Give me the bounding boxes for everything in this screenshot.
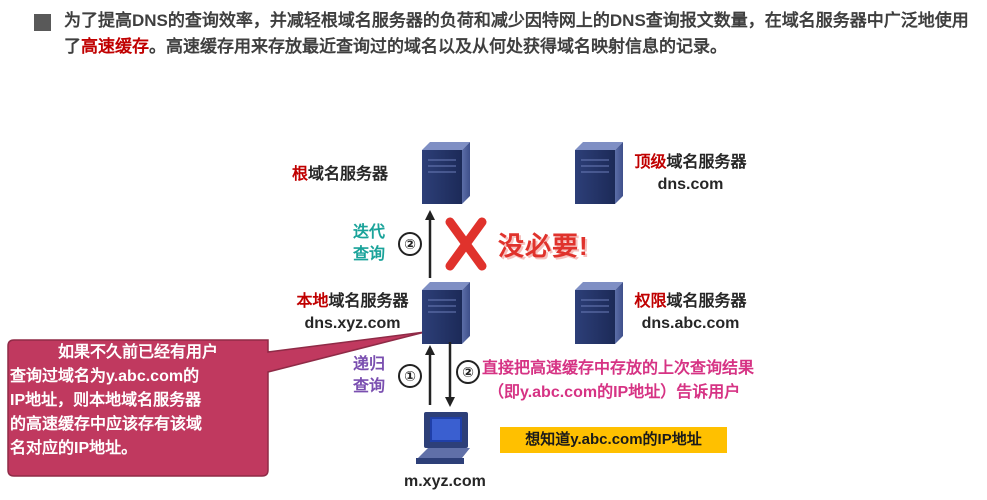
answer-line2: （即y.abc.com的IP地址）告诉用户 [488, 384, 741, 401]
intro-highlight: 高速缓存 [81, 37, 149, 56]
host-computer-icon [416, 412, 470, 464]
root-server-suffix: 域名服务器 [308, 166, 389, 183]
answer-text: 直接把高速缓存中存放的上次查询结果 （即y.abc.com的IP地址）告诉用户 [482, 357, 754, 405]
recursive-query-label: 递归 查询 [353, 354, 385, 398]
recursive-query-line2: 查询 [353, 378, 386, 395]
step-1-badge: ① [398, 364, 422, 388]
answer-line1: 直接把高速缓存中存放的上次查询结果 [482, 360, 755, 377]
authoritative-server-label: 权限域名服务器 dns.abc.com [618, 291, 763, 335]
tld-server-suffix: 域名服务器 [666, 154, 747, 171]
authoritative-server-prefix: 权限 [634, 293, 667, 310]
callout-line3: IP地址，则本地域名服务器 [10, 392, 202, 409]
tld-server-domain: dns.com [657, 176, 724, 193]
recursive-query-line1: 递归 [353, 356, 386, 373]
intro-text-part1: 为了提高DNS的查询效率，并减轻根域名服务器的负荷和减少因特网上的DNS查询报文… [64, 11, 969, 56]
local-server-icon [422, 282, 470, 344]
step-2-badge-iterative: ② [398, 232, 422, 256]
callout-line2: 查询过域名为y.abc.com的 [10, 368, 200, 385]
host-label: m.xyz.com [404, 473, 486, 490]
authoritative-server-suffix: 域名服务器 [666, 293, 747, 310]
red-cross-icon [445, 217, 487, 271]
intro-text-part2: 。高速缓存用来存放最近查询过的域名以及从何处获得域名映射信息的记录。 [149, 37, 727, 56]
step-2-badge-answer: ② [456, 360, 480, 384]
local-server-prefix: 本地 [296, 293, 329, 310]
callout-line4: 的高速缓存中应该存有该域 [10, 416, 203, 433]
iterative-query-line1: 迭代 [353, 224, 386, 241]
iterative-query-label: 迭代 查询 [353, 222, 385, 266]
root-server-prefix: 根 [291, 166, 308, 183]
tld-server-label: 顶级域名服务器 dns.com [618, 152, 763, 196]
callout-line5: 名对应的IP地址。 [10, 440, 138, 457]
bullet-square [34, 14, 51, 31]
tld-server-icon [575, 142, 623, 204]
callout-line1: 如果不久前已经有用户 [58, 344, 219, 361]
intro-paragraph: 为了提高DNS的查询效率，并减轻根域名服务器的负荷和减少因特网上的DNS查询报文… [64, 8, 974, 60]
want-to-know-box: 想知道y.abc.com的IP地址 [500, 427, 727, 453]
tld-server-prefix: 顶级 [634, 154, 667, 171]
root-server-label: 根域名服务器 [270, 164, 410, 186]
local-server-domain: dns.xyz.com [304, 315, 401, 332]
iterative-query-line2: 查询 [353, 246, 386, 263]
local-server-label: 本地域名服务器 dns.xyz.com [280, 291, 425, 335]
callout-balloon [7, 331, 426, 477]
authoritative-server-icon [575, 282, 623, 344]
authoritative-server-domain: dns.abc.com [641, 315, 740, 332]
not-needed-text: 没必要! [498, 231, 589, 261]
local-server-suffix: 域名服务器 [328, 293, 409, 310]
callout-text: 如果不久前已经有用户 查询过域名为y.abc.com的 IP地址，则本地域名服务… [10, 341, 264, 461]
root-server-icon [422, 142, 470, 204]
